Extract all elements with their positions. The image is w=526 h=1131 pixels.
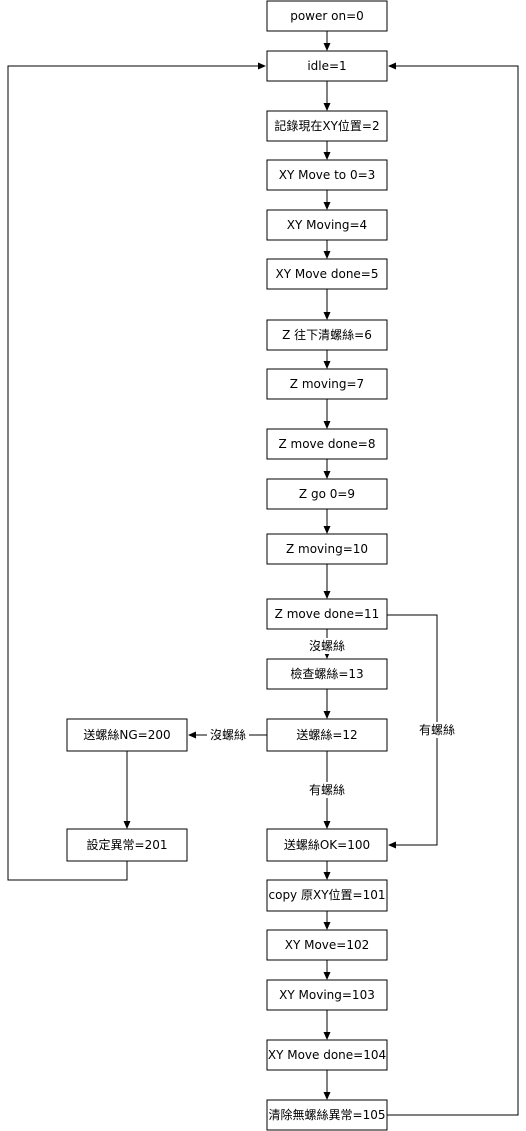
- node-z-down-clear: Z 往下清螺絲=6: [266, 319, 388, 351]
- nodes: power on=0 idle=1 記錄現在XY位置=2 XY Move to …: [66, 0, 388, 1131]
- node-label: Z go 0=9: [299, 487, 355, 501]
- node-label: power on=0: [290, 9, 364, 23]
- node-idle: idle=1: [266, 50, 388, 82]
- node-xy-moving-103: XY Moving=103: [266, 979, 388, 1011]
- node-label: XY Move done=104: [268, 1048, 386, 1062]
- node-z-go-0: Z go 0=9: [266, 478, 388, 510]
- node-label: XY Moving=4: [287, 218, 367, 232]
- node-feed-screw-ok: 送螺絲OK=100: [266, 828, 388, 862]
- node-check-screw: 檢查螺絲=13: [266, 658, 388, 690]
- node-label: Z moving=7: [290, 377, 364, 391]
- edge-label-no-screw-ng: 沒螺絲: [210, 727, 246, 742]
- node-label: XY Move=102: [285, 938, 370, 952]
- node-label: 設定異常=201: [87, 837, 168, 852]
- node-label: XY Move to 0=3: [279, 168, 376, 182]
- node-record-xy: 記錄現在XY位置=2: [266, 110, 388, 142]
- node-label: idle=1: [307, 59, 346, 73]
- node-label: Z 往下清螺絲=6: [282, 327, 372, 342]
- node-label: 送螺絲OK=100: [284, 837, 370, 852]
- edges: [7, 31, 519, 1116]
- node-label: Z moving=10: [286, 542, 368, 556]
- node-xy-move-done-104: XY Move done=104: [266, 1039, 388, 1071]
- node-label: copy 原XY位置=101: [269, 887, 386, 902]
- edge-label-no-screw-check: 沒螺絲: [309, 638, 345, 653]
- node-feed-screw-ng: 送螺絲NG=200: [66, 718, 188, 752]
- node-label: 記錄現在XY位置=2: [274, 118, 379, 133]
- node-label: 送螺絲NG=200: [83, 727, 170, 742]
- node-label: Z move done=8: [278, 437, 375, 451]
- node-xy-moving-4: XY Moving=4: [266, 209, 388, 241]
- node-xy-move-102: XY Move=102: [266, 929, 388, 961]
- node-label: XY Moving=103: [279, 988, 375, 1002]
- node-clear-no-screw: 清除無螺絲異常=105: [266, 1099, 388, 1131]
- edge-clear-to-idle: [387, 62, 519, 1116]
- node-label: 清除無螺絲異常=105: [269, 1107, 386, 1122]
- node-set-error: 設定異常=201: [66, 828, 188, 862]
- node-feed-screw: 送螺絲=12: [266, 718, 388, 752]
- node-xy-move-to-0: XY Move to 0=3: [266, 159, 388, 191]
- node-z-move-done-8: Z move done=8: [266, 428, 388, 460]
- node-power-on: power on=0: [266, 0, 388, 32]
- node-xy-move-done-5: XY Move done=5: [266, 258, 388, 290]
- node-label: Z move done=11: [275, 607, 380, 621]
- node-label: 送螺絲=12: [296, 727, 357, 742]
- edge-label-has-screw-ok: 有螺絲: [309, 782, 345, 797]
- edge-label-has-screw-bypass: 有螺絲: [419, 722, 455, 737]
- node-z-moving-10: Z moving=10: [266, 533, 388, 565]
- edge-set-error-to-idle: [7, 62, 266, 881]
- node-z-move-done-11: Z move done=11: [266, 598, 388, 630]
- node-z-moving-7: Z moving=7: [266, 368, 388, 400]
- edge-labels: 沒螺絲 沒螺絲 有螺絲 有螺絲: [207, 638, 457, 798]
- node-label: XY Move done=5: [276, 267, 379, 281]
- node-copy-xy: copy 原XY位置=101: [266, 879, 388, 912]
- node-label: 檢查螺絲=13: [290, 666, 363, 681]
